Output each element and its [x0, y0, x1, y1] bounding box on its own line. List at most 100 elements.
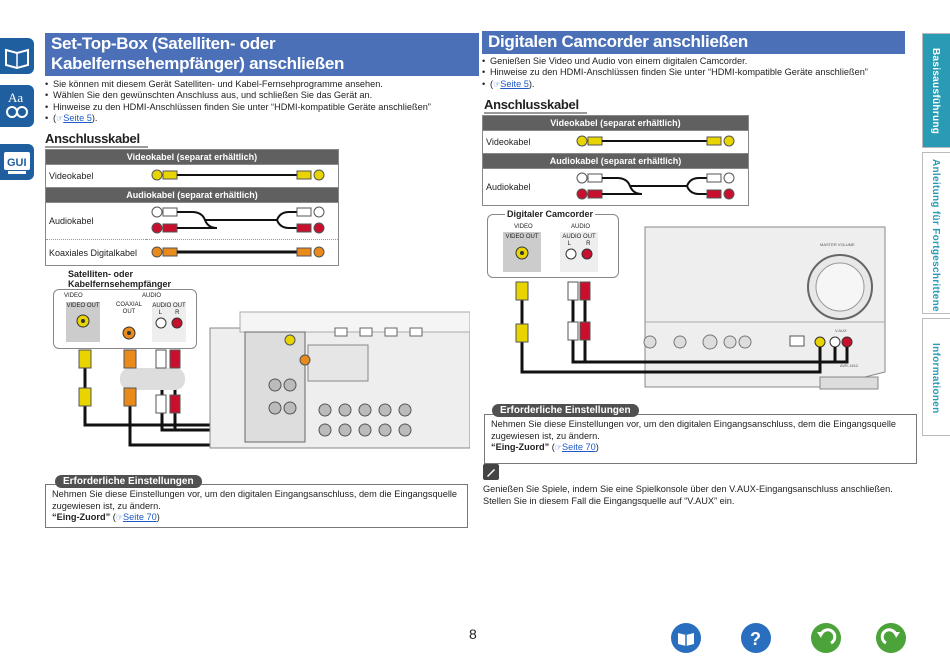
plugs: [515, 281, 591, 343]
audio-cable-label: Audiokabel: [45, 202, 146, 240]
right-device-name: Digitaler Camcorder: [505, 209, 596, 219]
audio-cable-graphic: [146, 202, 339, 240]
audio-jacks-icon: [155, 317, 183, 329]
svg-text:?: ?: [750, 629, 761, 649]
audio-cable-graphic: [571, 168, 749, 206]
receiver-rear-panel: [209, 311, 470, 449]
video-cable-icon: [576, 135, 735, 147]
settings-menu-line: “Eing-Zuord” (☞Seite 70): [491, 442, 599, 452]
right-channel-label: R: [586, 241, 591, 247]
audio-out-label: AUDIO OUT: [152, 303, 186, 309]
tab-label: Basisausführung: [930, 48, 941, 135]
audio-cable-header: Audiokabel (separat erhältlich): [45, 187, 339, 203]
bullet-text: Hinweise zu den HDMI-Anschlüssen finden …: [53, 101, 431, 112]
bullet-item: Hinweise zu den HDMI-Anschlüssen finden …: [45, 101, 467, 114]
video-out-label: VIDEO OUT: [505, 234, 539, 240]
video-cable-icon: [151, 169, 325, 181]
yellow-jack-icon: [515, 246, 529, 260]
orange-jack-icon: [122, 326, 136, 340]
help-button[interactable]: ?: [741, 623, 771, 653]
video-cable-label: Videokabel: [45, 164, 146, 188]
link-icon: ☞: [493, 79, 501, 89]
dictionary-icon: Aa: [6, 90, 28, 118]
right-settings-tag: Erforderliche Einstellungen: [492, 404, 639, 417]
plugs: [78, 349, 181, 414]
bullet-link-line: (☞Seite 5).: [45, 113, 467, 125]
device-name-line: Satelliten- oder: [68, 269, 134, 279]
audio-cable-icon: [151, 206, 325, 234]
left-cable-heading: Anschlusskabel: [45, 131, 148, 148]
audio-out-label: AUDIO OUT: [562, 234, 596, 240]
page-number: 8: [469, 626, 477, 642]
settings-menu-line: “Eing-Zuord” (☞Seite 70): [52, 512, 160, 522]
receiver-front-panel: MASTER VOLUME V.AUX AVR-1612: [643, 226, 886, 390]
bullet-item: Hinweise zu den HDMI-Anschlüssen finden …: [482, 67, 904, 79]
video-cable-graphic: [571, 130, 749, 154]
coax-cable-graphic: [146, 239, 339, 266]
master-volume-label: MASTER VOLUME: [820, 242, 855, 247]
left-section-title: Set-Top-Box (Satelliten- oder Kabelferns…: [45, 33, 479, 76]
right-device-box: Digitaler Camcorder VIDEO AUDIO VIDEO OU…: [487, 209, 619, 278]
cable-hint-shape: [120, 368, 185, 390]
tab-informationen[interactable]: Informationen: [922, 318, 950, 436]
tab-label: Anleitung für Fortgeschrittene: [930, 159, 941, 312]
video-group-label: VIDEO: [514, 224, 533, 230]
video-cable-graphic: [146, 164, 339, 188]
back-button[interactable]: [811, 623, 841, 653]
left-bullets: Sie können mit diesem Gerät Satelliten- …: [45, 79, 467, 125]
right-channel-label: R: [175, 310, 180, 316]
tab-label: Informationen: [930, 343, 941, 414]
bullet-item: Wählen Sie den gewünschten Anschluss aus…: [45, 90, 467, 102]
coax-cable-icon: [151, 246, 325, 257]
link-icon: ☞: [56, 114, 64, 124]
contents-button[interactable]: [671, 623, 701, 653]
settings-text: Nehmen Sie diese Einstellungen vor, um d…: [491, 419, 897, 441]
video-cable-header: Videokabel (separat erhältlich): [482, 115, 749, 131]
video-out-jack-area: VIDEO OUT: [503, 232, 541, 272]
yellow-jack-icon: [76, 314, 90, 328]
link-icon: ☞: [554, 443, 562, 452]
left-connection-diagram: [78, 311, 470, 449]
page-link[interactable]: Seite 5: [500, 78, 529, 89]
gui-label: GUI: [7, 157, 27, 169]
note-icon: [483, 464, 499, 480]
audio-cable-icon: [576, 172, 735, 200]
audio-group-label: AUDIO: [571, 224, 591, 230]
page-link[interactable]: Seite 5: [63, 113, 92, 124]
right-cable-heading: Anschlusskabel: [484, 97, 587, 114]
video-out-label: VIDEO OUT: [66, 303, 100, 309]
audio-out-jack-area: AUDIO OUT L R: [152, 302, 186, 342]
video-cable-header: Videokabel (separat erhältlich): [45, 149, 339, 165]
coaxial-out-label: COAXIAL OUT: [115, 302, 142, 315]
video-cable-label: Videokabel: [482, 130, 571, 154]
book-nav-button[interactable]: [0, 38, 34, 74]
dictionary-label: Aa: [8, 90, 23, 105]
model-label: AVR-1612: [840, 363, 859, 368]
video-group-label: VIDEO: [64, 293, 83, 299]
page-link[interactable]: Seite 70: [561, 442, 596, 452]
tab-basisausfuehrung[interactable]: Basisausführung: [922, 33, 950, 148]
vaux-video-jack-icon: [814, 336, 826, 348]
left-settings-tag: Erforderliche Einstellungen: [55, 475, 202, 488]
question-icon: ?: [750, 629, 761, 649]
book-icon: [678, 633, 694, 646]
right-settings-box: Nehmen Sie diese Einstellungen vor, um d…: [484, 414, 917, 464]
coax-cable-label: Koaxiales Digitalkabel: [45, 239, 146, 266]
undo-arrow-icon: [817, 628, 837, 645]
tab-fortgeschrittene[interactable]: Anleitung für Fortgeschrittene: [922, 152, 950, 314]
left-device-name: Satelliten- oder Kabelfernsehempfänger: [68, 269, 171, 289]
right-connection-diagram: MASTER VOLUME V.AUX AVR-1612: [515, 226, 886, 390]
left-channel-label: L: [158, 310, 162, 316]
video-out-jack-area: VIDEO OUT: [66, 302, 100, 342]
bullet-item: Sie können mit diesem Gerät Satelliten- …: [45, 79, 467, 91]
gui-nav-button[interactable]: GUI: [0, 144, 34, 180]
redo-arrow-icon: [880, 628, 900, 645]
dictionary-nav-button[interactable]: Aa: [0, 85, 34, 127]
left-cable-table: Videokabel (separat erhältlich) Videokab…: [45, 149, 339, 266]
page-link[interactable]: Seite 70: [122, 512, 157, 522]
audio-cable-header: Audiokabel (separat erhältlich): [482, 153, 749, 169]
forward-button[interactable]: [876, 623, 906, 653]
audio-cable-label: Audiokabel: [482, 168, 571, 206]
menu-name: “Eing-Zuord”: [491, 442, 550, 452]
